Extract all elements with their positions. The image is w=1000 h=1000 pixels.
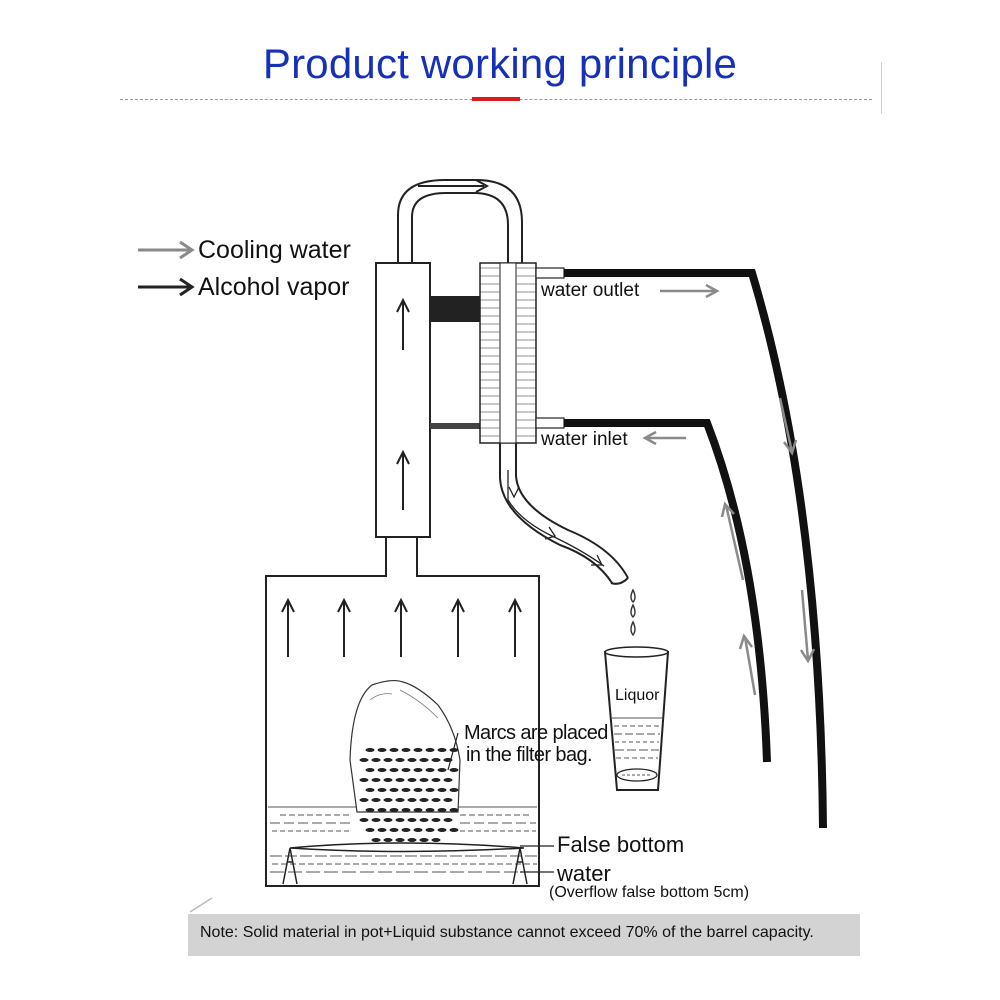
title-vertical-rule (881, 62, 882, 114)
liquor-drops (630, 588, 636, 637)
false-bottom (282, 842, 528, 885)
page-title: Product working principle (262, 40, 738, 87)
cooling-flow-arrows (642, 283, 816, 696)
water-inlet-label: water inlet (541, 429, 628, 450)
filter-bag (349, 679, 461, 842)
note-banner (188, 914, 860, 956)
distillation-column (375, 262, 431, 538)
legend-vapor-arrow (138, 277, 195, 297)
overflow-label: (Overflow false bottom 5cm) (549, 884, 750, 901)
pot-vapor-arrows (281, 597, 522, 657)
legend-vapor-label: Alcohol vapor (198, 273, 350, 301)
column-bracket-lower (430, 423, 480, 429)
condenser (479, 262, 565, 444)
note-text: Note: Solid material in pot+Liquid subst… (200, 924, 814, 941)
title-accent-bar (472, 97, 520, 101)
water-hoses (564, 269, 827, 829)
output-tube (499, 443, 629, 585)
marcs-label-line1: Marcs are placed (464, 722, 608, 744)
water-outlet-label: water outlet (541, 280, 640, 301)
marcs-label-line2: in the filter bag. (466, 744, 593, 766)
vapor-u-tube (397, 179, 523, 265)
legend-cooling-arrow (138, 240, 195, 260)
liquor-glass (603, 646, 670, 791)
water-label: water (557, 861, 611, 886)
liquor-label: Liquor (615, 687, 660, 704)
column-bracket-upper (430, 296, 480, 322)
legend-cooling-label: Cooling water (198, 236, 351, 264)
false-bottom-label: False bottom (557, 832, 685, 857)
